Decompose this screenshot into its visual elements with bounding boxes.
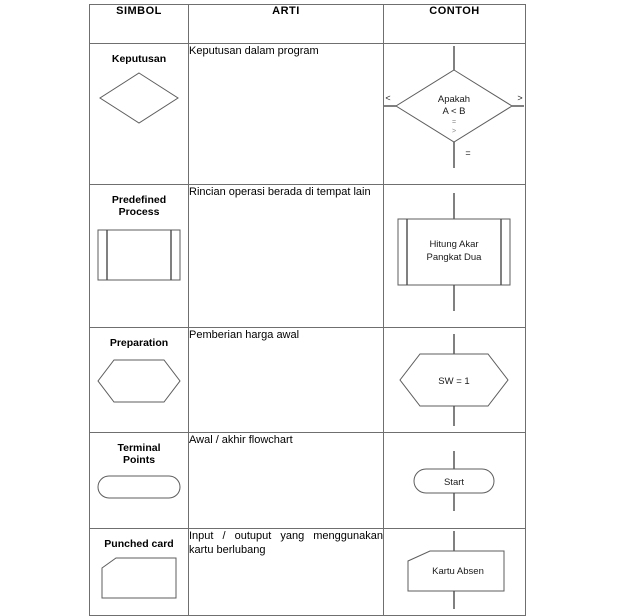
table-row: Punched card Input / outuput yang menggu… <box>89 528 526 616</box>
symbol-diagram-keputusan <box>90 65 188 127</box>
table-body: Keputusan Keputusan dalam program <box>89 43 526 616</box>
terminal-example: Start <box>413 451 495 511</box>
table-row: Predefined Process Rincian operasi berad… <box>89 184 526 328</box>
table-row: Keputusan Keputusan dalam program <box>89 43 526 185</box>
stadium-icon <box>97 475 181 499</box>
header-row: SIMBOL ARTI CONTOH <box>89 4 526 44</box>
column-header-arti: ARTI <box>188 4 384 44</box>
column-header-contoh: CONTOH <box>383 4 526 44</box>
symbol-label: Keputusan <box>111 53 167 65</box>
example-diagram-keputusan: < > = Apakah A < B = > <box>384 44 525 184</box>
symbol-reference-table: SIMBOL ARTI CONTOH Keputusan Keputusan d… <box>89 4 526 616</box>
table-row: Terminal Points Awal / akhir flowchart <box>89 432 526 529</box>
symbol-cell-preparation: Preparation <box>89 327 189 433</box>
example-text-line-1: Kartu Absen <box>432 566 484 577</box>
example-text-line-2: Pangkat Dua <box>427 252 483 263</box>
symbol-cell-keputusan: Keputusan <box>89 43 189 185</box>
example-text-faint-1: = <box>452 119 456 126</box>
meaning-cell-punched-card: Input / outuput yang menggunakan kartu b… <box>188 528 384 616</box>
hexagon-icon <box>97 359 181 403</box>
punched-card-shape <box>407 550 505 592</box>
symbol-diagram-preparation <box>90 349 188 405</box>
meaning-cell-predefined-process: Rincian operasi berada di tempat lain <box>188 184 384 328</box>
example-diagram-predefined-process: Hitung Akar Pangkat Dua <box>384 185 525 327</box>
symbol-cell-punched-card: Punched card <box>89 528 189 616</box>
meaning-cell-keputusan: Keputusan dalam program <box>188 43 384 185</box>
example-diagram-preparation: SW = 1 <box>384 328 525 432</box>
decision-diamond-example: < > = Apakah A < B = > <box>384 46 524 168</box>
example-cell-keputusan: < > = Apakah A < B = > <box>383 43 526 185</box>
meaning-cell-preparation: Pemberian harga awal <box>188 327 384 433</box>
diamond-icon <box>99 72 179 124</box>
example-cell-predefined-process: Hitung Akar Pangkat Dua <box>383 184 526 328</box>
predefined-process-icon <box>97 229 181 281</box>
table-row: Preparation Pemberian harga awal <box>89 327 526 433</box>
symbol-cell-terminal-points: Terminal Points <box>89 432 189 529</box>
column-header-simbol: SIMBOL <box>89 4 189 44</box>
example-cell-terminal-points: Start <box>383 432 526 529</box>
punched-card-example: Kartu Absen <box>407 531 505 609</box>
branch-label-left: < <box>385 93 390 103</box>
example-cell-preparation: SW = 1 <box>383 327 526 433</box>
symbol-label-line1: Predefined <box>111 194 167 206</box>
symbol-diagram-predefined-process <box>90 218 188 282</box>
example-text-faint-2: > <box>452 128 456 135</box>
example-diagram-terminal-points: Start <box>384 433 525 528</box>
example-text-line-1: Start <box>444 477 464 488</box>
table-header: SIMBOL ARTI CONTOH <box>89 4 526 44</box>
hexagon-shape <box>399 353 509 407</box>
example-cell-punched-card: Kartu Absen <box>383 528 526 616</box>
punched-card-icon <box>101 557 177 599</box>
symbol-cell-predefined-process: Predefined Process <box>89 184 189 328</box>
example-text-line-2: A < B <box>443 106 466 117</box>
symbol-label-line2: Process <box>118 206 160 218</box>
symbol-diagram-terminal-points <box>90 466 188 501</box>
symbol-label-line2: Points <box>122 454 156 466</box>
symbol-label: Punched card <box>104 538 174 550</box>
branch-label-right: > <box>517 93 522 103</box>
symbol-diagram-punched-card <box>90 550 188 602</box>
symbol-label-line1: Terminal <box>117 442 161 454</box>
meaning-cell-terminal-points: Awal / akhir flowchart <box>188 432 384 529</box>
example-text-line-1: SW = 1 <box>438 376 469 387</box>
example-text-line-1: Hitung Akar <box>429 239 478 250</box>
predefined-process-example: Hitung Akar Pangkat Dua <box>397 193 511 311</box>
symbol-label: Preparation <box>109 337 169 349</box>
example-text-line-1: Apakah <box>438 94 470 105</box>
example-diagram-punched-card: Kartu Absen <box>384 529 525 615</box>
preparation-example: SW = 1 <box>399 334 509 426</box>
branch-label-bottom: = <box>465 148 470 158</box>
